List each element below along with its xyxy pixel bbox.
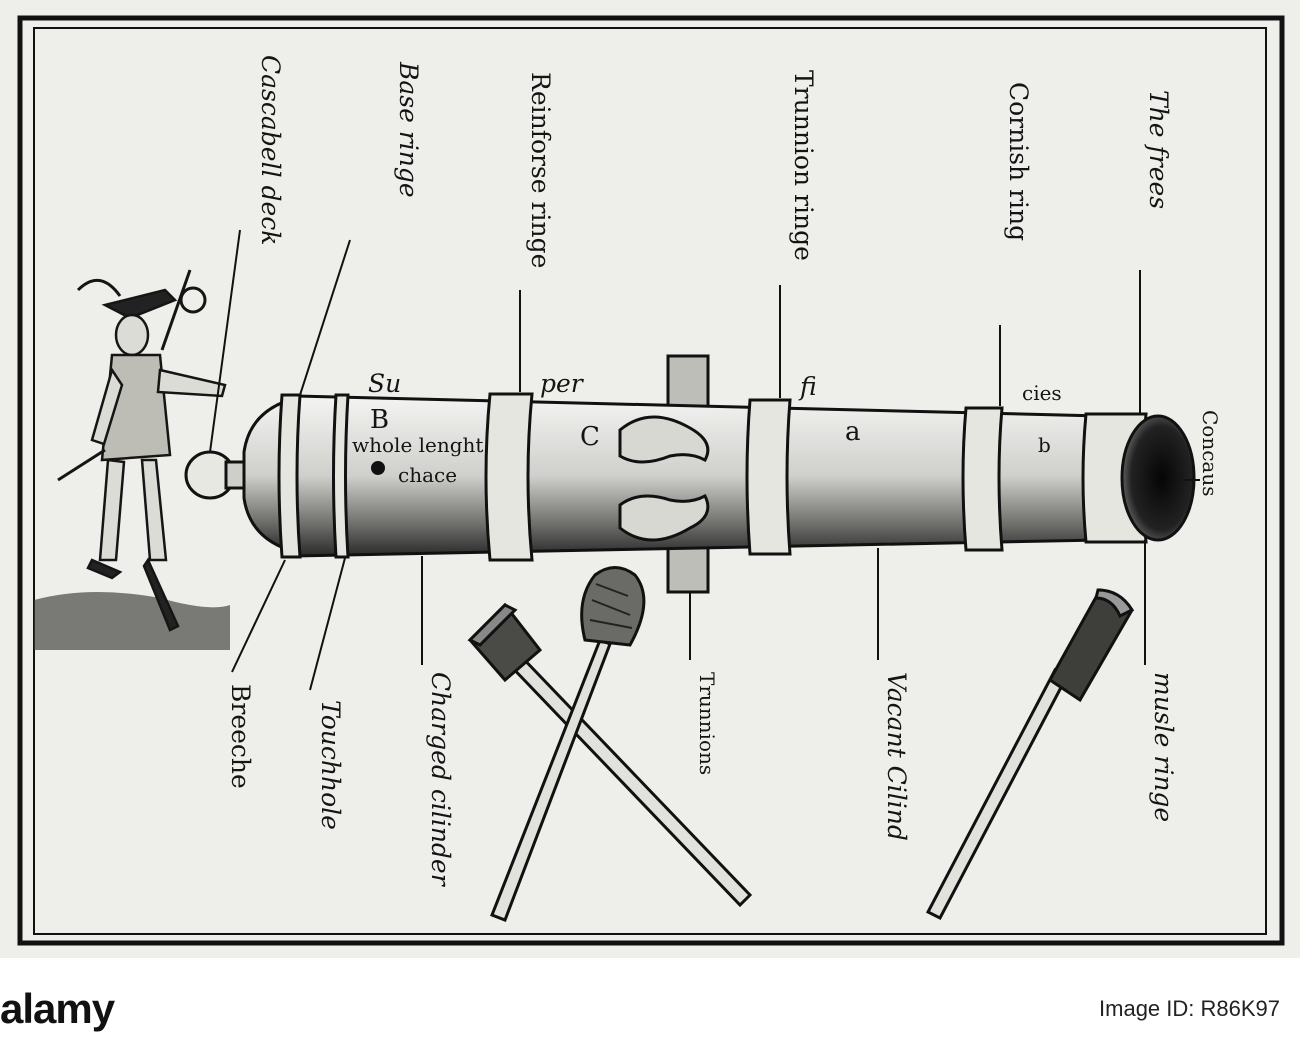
gunner-figure [57, 269, 227, 632]
cannon-diagram: The frees Cornish ring Trunnion ringe Re… [17, 15, 1285, 946]
barrel-su: Su [368, 369, 401, 398]
barrel-letter-b: B [370, 405, 389, 435]
barrel-fi: fi [798, 372, 817, 401]
label-concaus: Concaus [1198, 410, 1222, 497]
label-charged-cilinder: Charged cilinder [426, 672, 455, 888]
leader-lines [209, 229, 1200, 691]
barrel-chace: chace [398, 463, 457, 487]
label-vacant-cilind: Vacant Cilind [882, 672, 911, 841]
label-touchhole: Touchhole [316, 700, 345, 830]
watermark-logo: alamy [0, 985, 115, 1032]
muzzle-bore [1120, 414, 1196, 542]
barrel-letter-b-lower: b [1038, 433, 1051, 457]
label-trunnion-ringe: Trunnion ringe [789, 70, 818, 261]
stock-footer [0, 958, 1300, 1046]
touchhole-mark [371, 461, 385, 475]
rammer-tool [467, 602, 753, 908]
label-breeche: Breeche [226, 684, 255, 789]
label-cascabell-deck: Cascabell deck [256, 55, 285, 245]
image-id: Image ID: R86K97 [1099, 996, 1280, 1021]
sponge-tool [490, 566, 646, 922]
barrel-whole-lenght: whole lenght [352, 433, 483, 457]
label-the-frees: The frees [1144, 90, 1173, 209]
barrel-letter-a: a [845, 417, 861, 447]
label-trunnions: Trunnions [695, 672, 719, 775]
label-musle-ringe: musle ringe [1149, 672, 1178, 822]
dolphin-handles [618, 415, 710, 542]
barrel-per: per [540, 369, 585, 398]
cascabel [184, 450, 246, 500]
label-cornish-ring: Cornish ring [1004, 82, 1033, 241]
label-base-ringe: Base ringe [394, 61, 423, 198]
ground [34, 591, 230, 650]
barrel-cies: cies [1022, 381, 1062, 405]
barrel-letter-c: C [580, 422, 600, 452]
label-reinforse-ringe: Reinforse ringe [526, 72, 555, 268]
ladle-tool [925, 588, 1135, 920]
woodcut-plate: The frees Cornish ring Trunnion ringe Re… [0, 0, 1300, 958]
outer-frame [17, 15, 1285, 946]
inner-frame [33, 27, 1267, 935]
